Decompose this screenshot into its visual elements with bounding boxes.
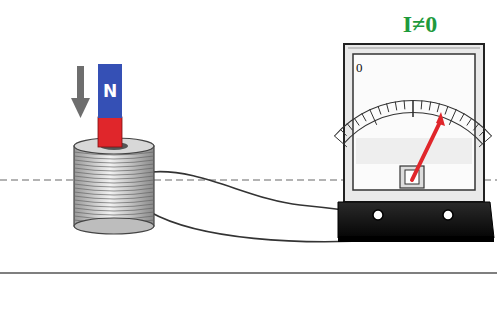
motion-arrow [71,66,90,118]
galvanometer [334,44,494,242]
node-text: N [103,81,117,101]
current-label: I≠0 [403,11,438,38]
meter-face: 0 [356,56,472,80]
magnet-north: N [98,64,122,118]
magnet-south [98,117,122,147]
table-edge [0,272,497,274]
pointer [412,120,441,180]
coil [74,138,154,234]
node-text: 0 [356,60,363,76]
